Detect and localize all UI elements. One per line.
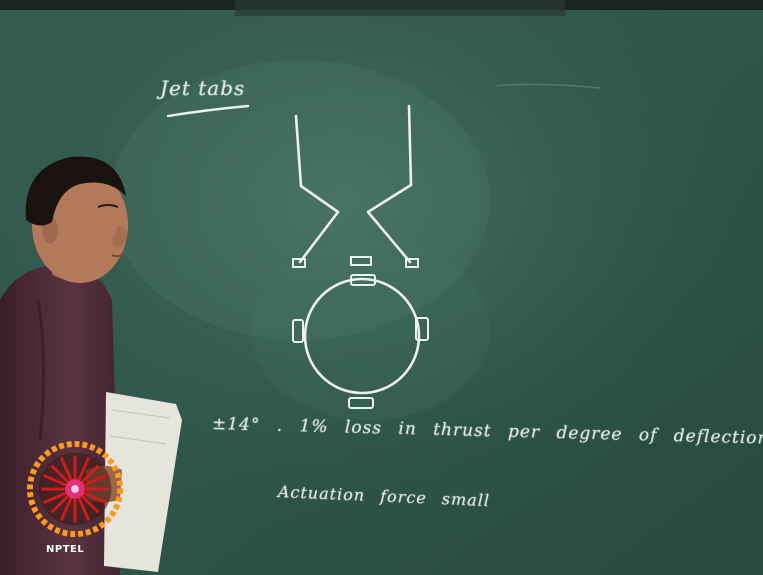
title-underline [166,104,250,118]
nptel-label: NPTEL [46,544,85,555]
jet-tab-left [292,258,306,268]
circle-tab-right [415,317,429,341]
circle-tab-left [292,319,304,343]
jet-tab-center [350,256,372,266]
lecturer-hair [25,156,127,226]
jet-tab-right [405,258,419,268]
circle-tab-top [350,274,376,286]
nozzle-exit-circle [303,277,421,395]
nptel-emblem-icon [26,440,124,538]
board-title: Jet tabs [160,76,246,100]
nozzle-right-wall [366,104,413,264]
circle-tab-bottom [348,397,374,409]
papers-in-hand [104,392,182,572]
nozzle-left-wall [294,114,340,264]
